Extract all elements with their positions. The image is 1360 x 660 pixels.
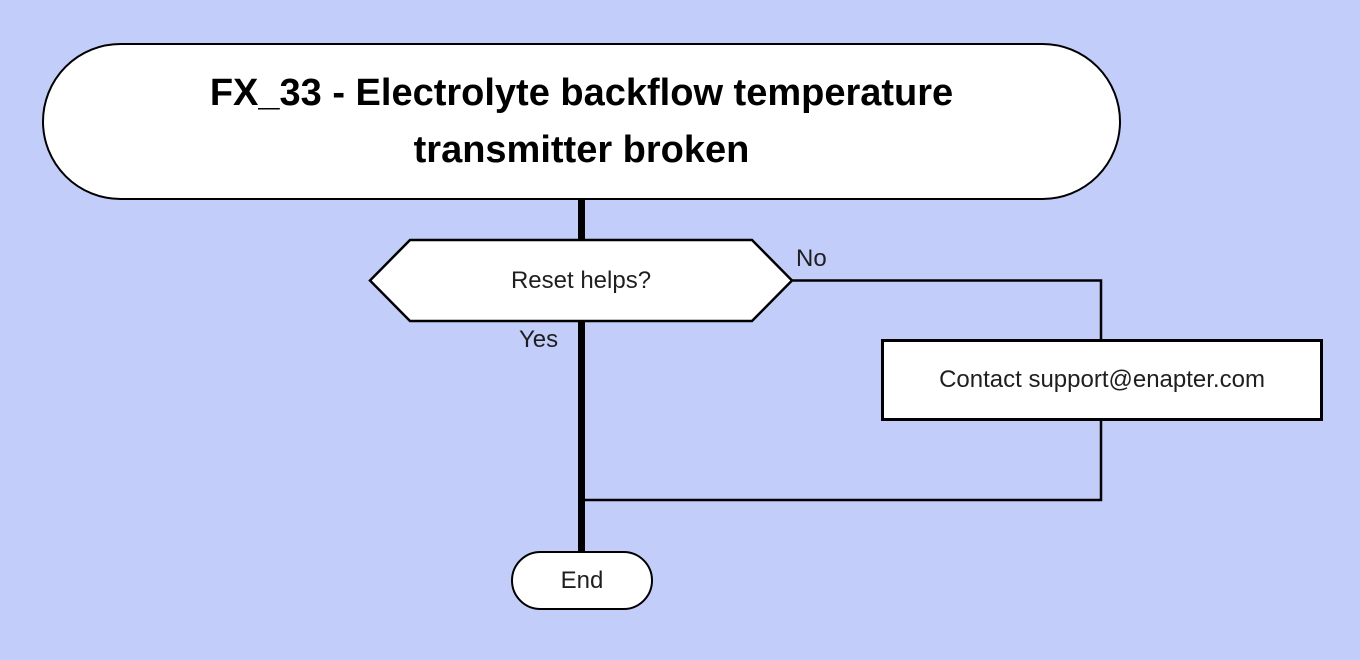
decision-hexagon-shape [368,238,794,323]
start-title-text: FX_33 - Electrolyte backflow temperature… [209,71,954,171]
contact-support-text: Contact support@enapter.com [939,366,1265,393]
node-end-terminator: End [511,551,653,610]
end-text: End [560,566,604,594]
edge-label-no: No [796,245,827,272]
node-start-terminator: FX_33 - Electrolyte backflow temperature… [42,43,1121,200]
edge-label-yes: Yes [519,326,559,353]
decision-node-label: Reset helps? [510,266,652,294]
node-contact-support: Contact support@enapter.com [881,339,1323,421]
